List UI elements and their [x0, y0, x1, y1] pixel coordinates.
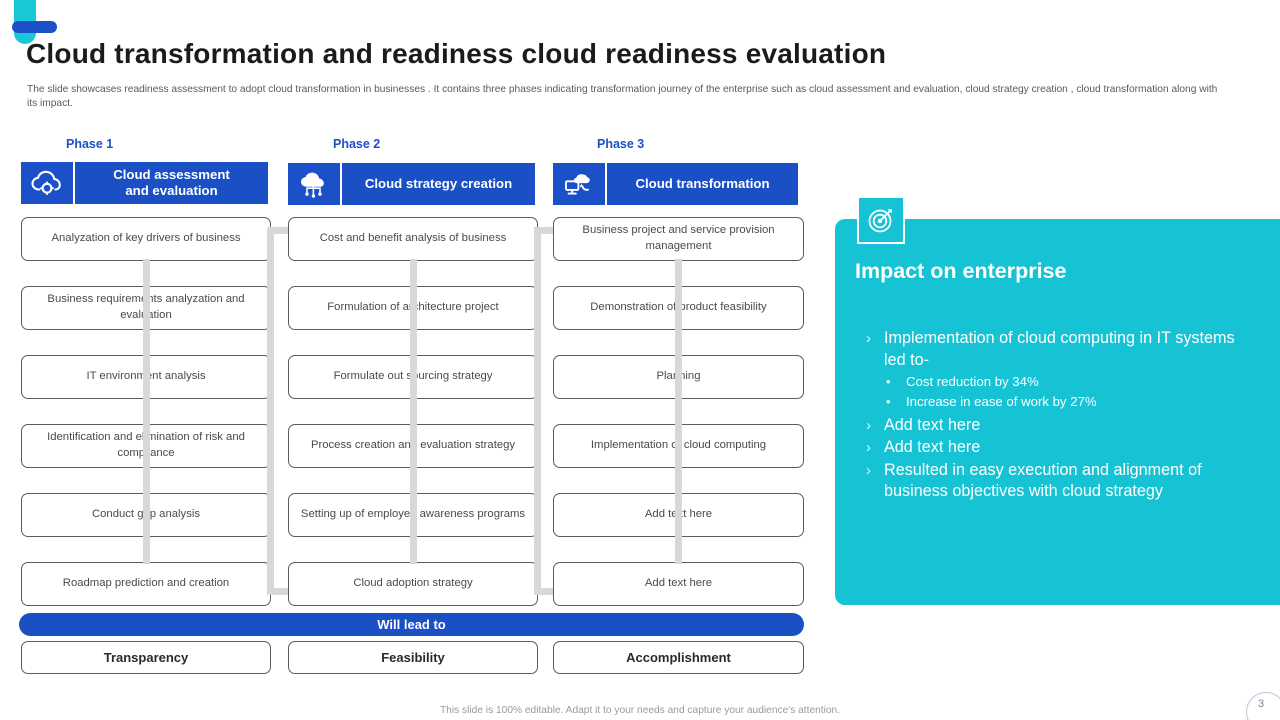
cloud-gear-icon [21, 162, 73, 204]
impact-sub-bullet-2-text: Increase in ease of work by 27% [906, 393, 1097, 409]
impact-bullet-4-text: Resulted in easy execution and alignment… [884, 460, 1202, 501]
impact-bullet-2-text: Add text here [884, 415, 981, 434]
brand-logo-mark [8, 0, 64, 46]
impact-bullet-3-text: Add text here [884, 438, 981, 457]
impact-bullet-3: › Add text here [858, 437, 1258, 459]
chevron-right-icon: › [866, 461, 871, 479]
outcome-feasibility[interactable]: Feasibility [288, 641, 538, 674]
page-title: Cloud transformation and readiness cloud… [26, 38, 887, 69]
phase-1-to-2-connector [267, 227, 289, 595]
page-subtitle: The slide showcases readiness assessment… [27, 84, 1218, 110]
impact-bullet-1-text: Implementation of cloud computing in IT … [884, 329, 1235, 369]
chevron-right-icon: › [866, 416, 871, 434]
phase-3-label: Phase 3 [597, 137, 645, 151]
phase-3-title: Cloud transformation [607, 163, 798, 205]
phase-2-label: Phase 2 [333, 137, 381, 151]
outcome-transparency[interactable]: Transparency [21, 641, 271, 674]
logo-blue-bar-icon [12, 21, 57, 33]
dot-icon: • [886, 374, 891, 390]
impact-sub-bullet-2: • Increase in ease of work by 27% [858, 392, 1258, 412]
will-lead-to-bar: Will lead to [19, 613, 804, 636]
phase-1-connector-line [143, 259, 150, 564]
impact-bullet-2: › Add text here [858, 415, 1258, 437]
phase-2-title: Cloud strategy creation [342, 163, 535, 205]
phase-1-title-line1: Cloud assessment [113, 166, 230, 182]
phase-2-step-1[interactable]: Cost and benefit analysis of business [288, 217, 538, 261]
chevron-right-icon: › [866, 439, 871, 457]
phase-1-title-line2: and evaluation [125, 183, 218, 198]
impact-panel [835, 219, 1280, 605]
phase-1-step-6[interactable]: Roadmap prediction and creation [21, 562, 271, 606]
cloud-monitor-sync-icon [553, 163, 605, 205]
phase-3-step-1[interactable]: Business project and service provision m… [553, 217, 804, 261]
impact-bullet-4: › Resulted in easy execution and alignme… [858, 460, 1258, 503]
target-arrow-icon [857, 196, 905, 244]
page-number: 3 [1246, 692, 1280, 720]
phase-3-step-6[interactable]: Add text here [553, 562, 804, 606]
phase-1-step-1[interactable]: Analyzation of key drivers of business [21, 217, 271, 261]
impact-sub-bullet-1-text: Cost reduction by 34% [906, 374, 1039, 390]
impact-bullet-1: › Implementation of cloud computing in I… [858, 328, 1258, 371]
impact-sub-bullet-1: • Cost reduction by 34% [858, 372, 1258, 392]
impact-bullet-list: › Implementation of cloud computing in I… [858, 328, 1258, 504]
dot-icon: • [886, 393, 891, 409]
impact-title: Impact on enterprise [855, 259, 1067, 283]
phase-3-header[interactable]: Cloud transformation [553, 163, 798, 205]
footer-note: This slide is 100% editable. Adapt it to… [439, 705, 841, 716]
outcome-accomplishment[interactable]: Accomplishment [553, 641, 804, 674]
phase-2-connector-line [410, 259, 417, 564]
cloud-network-icon [288, 163, 340, 205]
phase-2-header[interactable]: Cloud strategy creation [288, 163, 535, 205]
phase-1-label: Phase 1 [66, 137, 114, 151]
chevron-right-icon: › [866, 330, 871, 347]
phase-2-to-3-connector [534, 227, 556, 595]
phase-3-connector-line [675, 259, 682, 564]
phase-2-step-6[interactable]: Cloud adoption strategy [288, 562, 538, 606]
